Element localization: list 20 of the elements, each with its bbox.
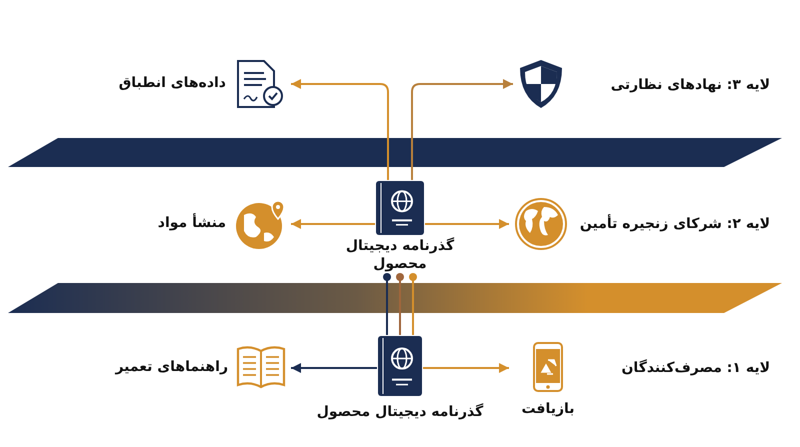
node-label: داده‌های انطباق (118, 74, 226, 92)
icon-caption: گذرنامه دیجیتال محصول (345, 237, 455, 274)
layer-title: لایه ۳: نهادهای نظارتی (610, 77, 770, 93)
icon-caption: گذرنامه دیجیتال محصول (316, 403, 484, 422)
arrow (423, 363, 509, 373)
connector-line (396, 273, 404, 335)
icon-caption: بازیافت (520, 400, 576, 418)
arrow (425, 219, 509, 229)
arrow (291, 363, 377, 373)
arrow (291, 219, 375, 229)
node-label: منشأ مواد (156, 214, 226, 232)
layer-title: لایه ۲: شرکای زنجیره تأمین (580, 216, 770, 232)
connector-line (409, 273, 417, 335)
arrow (411, 79, 513, 180)
globe-icon (514, 197, 568, 251)
shield-icon (518, 58, 564, 110)
arrow (291, 79, 389, 180)
node-label: راهنماهای تعمیر (114, 358, 228, 376)
layer-title: لایه ۱: مصرف‌کنندگان (621, 360, 770, 376)
connector-line (383, 273, 391, 335)
